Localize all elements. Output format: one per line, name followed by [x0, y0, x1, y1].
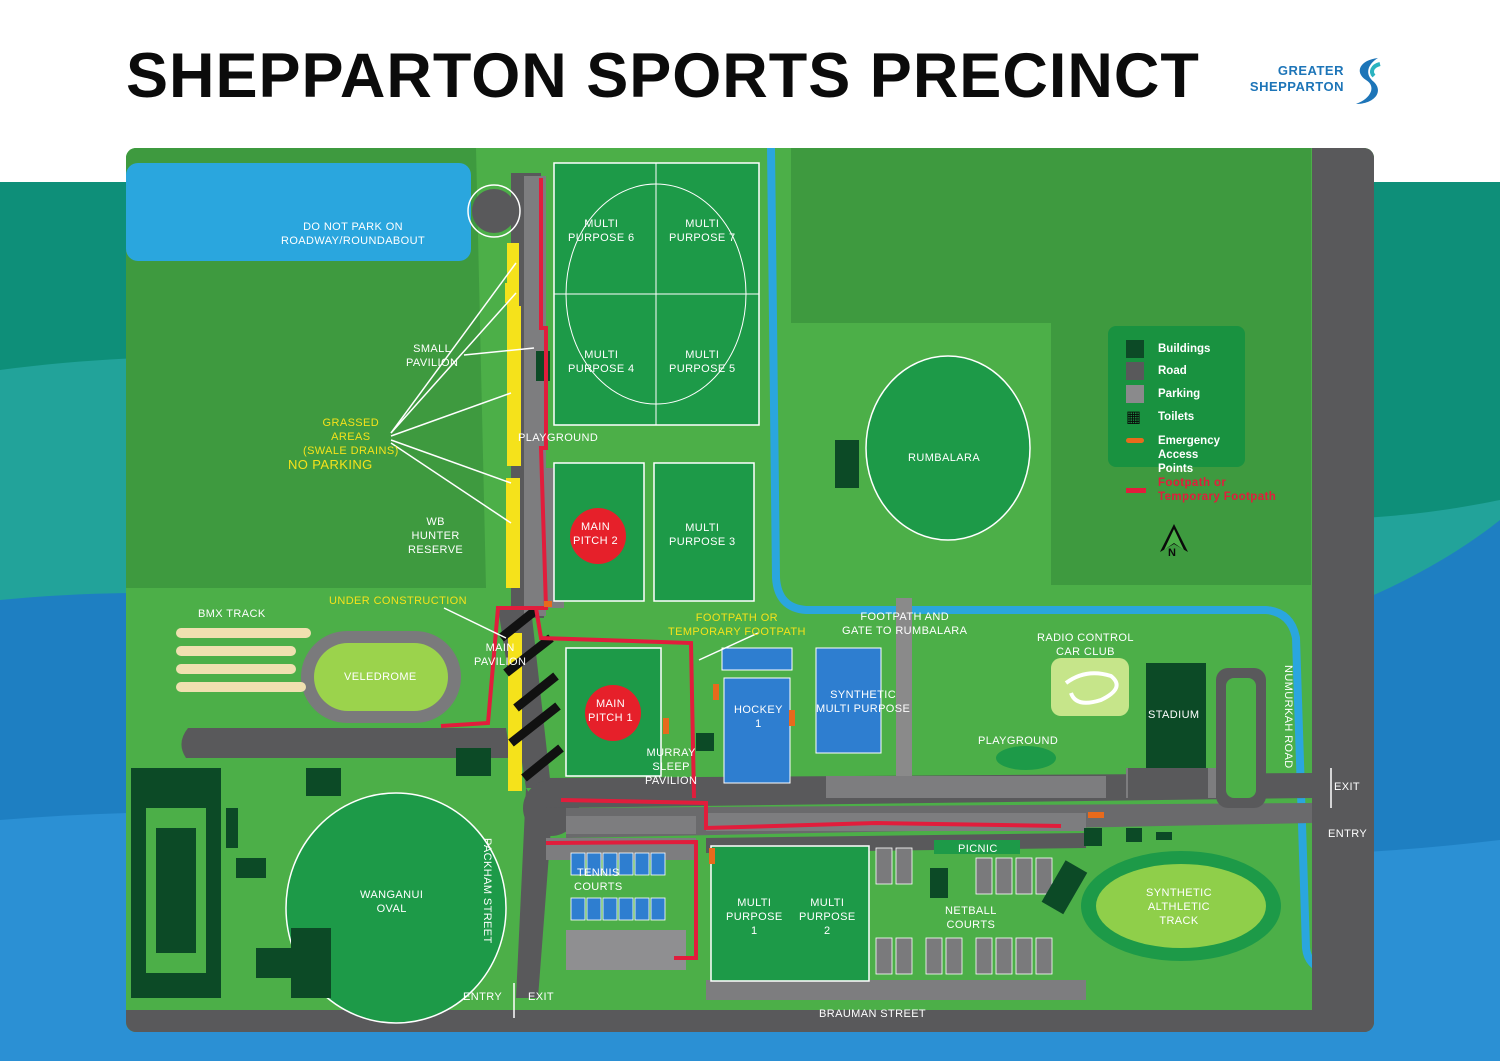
- netball-court-grid: [875, 847, 1053, 975]
- tennis-court-grid: [570, 852, 666, 921]
- label-synthetic-multi-purpose: SYNTHETIC MULTI PURPOSE: [816, 689, 911, 715]
- construction-stripes: [498, 606, 564, 782]
- label-numurkah-road: NUMURKAH ROAD: [1282, 665, 1294, 769]
- precinct-map: DO NOT PARK ON ROADWAY/ROUNDABOUT SMALL …: [126, 148, 1374, 1032]
- page-title: SHEPPARTON SPORTS PRECINCT: [126, 41, 1200, 111]
- emergency-swatch: [1126, 438, 1144, 443]
- logo-s-mark-icon: [1356, 58, 1381, 104]
- logo-line-1: GREATER: [1277, 63, 1344, 78]
- label-multi-purpose-1: MULTI PURPOSE 1: [726, 897, 783, 937]
- legend-parking-label: Parking: [1158, 388, 1201, 400]
- label-hockey-1: HOCKEY 1: [734, 704, 783, 730]
- footpath-swatch: [1126, 488, 1146, 493]
- label-tennis-courts: TENNIS COURTS: [574, 867, 623, 893]
- label-wanganui-oval: WANGANUI OVAL: [360, 889, 424, 915]
- legend-road-label: Road: [1158, 365, 1187, 377]
- label-multi-purpose-5: MULTI PURPOSE 5: [669, 349, 736, 375]
- label-exit-right: EXIT: [1334, 781, 1361, 793]
- legend-toilets-label: Toilets: [1158, 411, 1195, 423]
- lake: [126, 163, 471, 261]
- label-do-not-park: DO NOT PARK ON ROADWAY/ROUNDABOUT: [281, 221, 426, 247]
- label-wb-hunter-reserve: WB HUNTER RESERVE: [408, 516, 464, 556]
- north-arrow-icon: [1160, 524, 1188, 552]
- road-swatch: [1126, 362, 1144, 380]
- label-small-pavilion: SMALL PAVILION: [406, 343, 459, 369]
- label-multi-purpose-6: MULTI PURPOSE 6: [568, 218, 635, 244]
- greater-shepparton-logo: GREATER SHEPPARTON: [1234, 56, 1384, 108]
- label-brauman-street: BRAUMAN STREET: [819, 1008, 927, 1020]
- label-multi-purpose-2: MULTI PURPOSE 2: [799, 897, 856, 937]
- label-entry-right: ENTRY: [1328, 828, 1368, 840]
- north-label: N: [1168, 547, 1177, 559]
- label-stadium: STADIUM: [1148, 709, 1200, 721]
- parking-swatch: [1126, 385, 1144, 403]
- logo-line-2: SHEPPARTON: [1249, 79, 1344, 94]
- legend-buildings-label: Buildings: [1158, 343, 1211, 355]
- emergency-access-points: [544, 601, 1104, 864]
- swale-drain: [767, 148, 1328, 974]
- label-playground-mid: PLAYGROUND: [978, 735, 1059, 747]
- label-rumbalara: RUMBALARA: [908, 452, 981, 464]
- label-murray-sleep-pavilion: MURRAY SLEEP PAVILION: [645, 747, 698, 787]
- label-packham-street: PACKHAM STREET: [481, 838, 493, 944]
- label-exit-bottom: EXIT: [528, 991, 555, 1003]
- toilets-icon: ▦: [1126, 407, 1142, 426]
- legend-footpath-label: Footpath or Temporary Footpath: [1158, 477, 1277, 503]
- label-main-pitch-2: MAIN PITCH 2: [573, 521, 618, 547]
- label-multi-purpose-7: MULTI PURPOSE 7: [669, 218, 736, 244]
- label-multi-purpose-3: MULTI PURPOSE 3: [669, 522, 736, 548]
- map-legend: Buildings Road Parking ▦ Toilets Emergen…: [1108, 326, 1245, 475]
- label-picnic: PICNIC: [958, 843, 998, 855]
- label-radio-control-car-club: RADIO CONTROL CAR CLUB: [1037, 632, 1134, 658]
- label-no-parking: NO PARKING: [288, 457, 373, 472]
- label-under-construction: UNDER CONSTRUCTION: [329, 595, 467, 607]
- label-footpath-gate-rumbalara: FOOTPATH AND GATE TO RUMBALARA: [842, 611, 968, 637]
- label-entry-bottom: ENTRY: [463, 991, 503, 1003]
- label-grassed-areas: GRASSED AREAS (SWALE DRAINS): [303, 417, 399, 457]
- label-veledrome: VELEDROME: [344, 671, 417, 683]
- footpaths: [440, 178, 1062, 960]
- label-bmx-track: BMX TRACK: [198, 608, 266, 620]
- map-drawing: [126, 148, 1374, 1032]
- label-footpath-or-temporary: FOOTPATH OR TEMPORARY FOOTPATH: [668, 612, 806, 638]
- label-synthetic-athletic-track: SYNTHETIC ALTHLETIC TRACK: [1146, 887, 1212, 927]
- label-multi-purpose-4: MULTI PURPOSE 4: [568, 349, 635, 375]
- annotation-arrows: [390, 184, 1332, 1018]
- legend-emergency-label: Emergency Access Points: [1158, 435, 1221, 475]
- label-netball-courts: NETBALL COURTS: [945, 905, 997, 931]
- label-playground-top: PLAYGROUND: [518, 432, 599, 444]
- label-main-pavilion: MAIN PAVILION: [474, 642, 527, 668]
- label-main-pitch-1: MAIN PITCH 1: [588, 698, 633, 724]
- buildings-swatch: [1126, 340, 1144, 358]
